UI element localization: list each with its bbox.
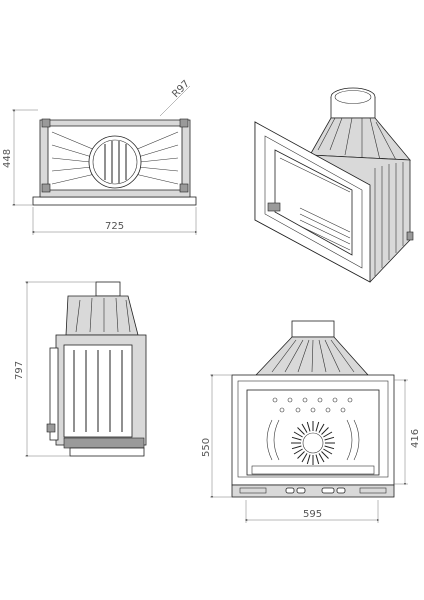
front-height-label: 550 [201, 438, 212, 457]
door-height-label: 416 [410, 429, 421, 448]
front-width-label: 595 [303, 509, 322, 520]
side-height-label: 797 [14, 361, 25, 380]
radius-label: R97 [170, 78, 192, 100]
isometric-view [254, 87, 414, 283]
front-view: 550 416 595 [201, 320, 421, 523]
top-view: 448 725 R97 [2, 78, 198, 235]
side-view: 797 [14, 280, 147, 458]
top-height-label: 448 [2, 149, 13, 168]
top-width-label: 725 [105, 221, 124, 232]
